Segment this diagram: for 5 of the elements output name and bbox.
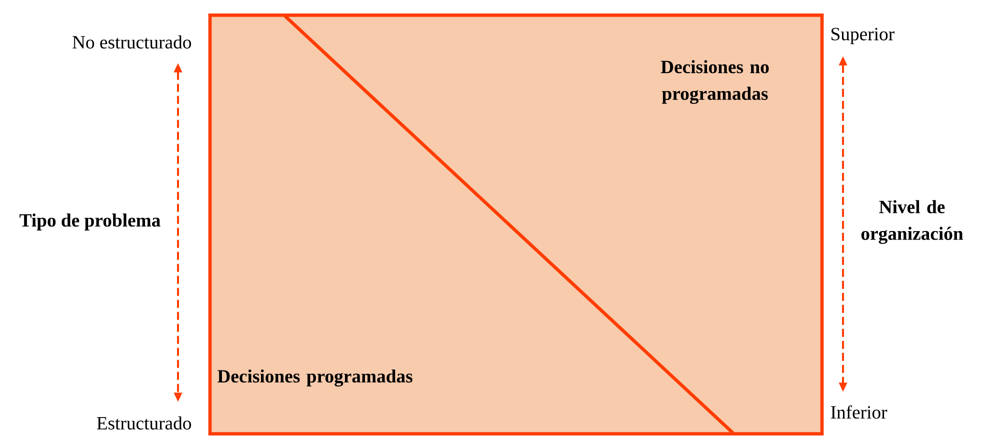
decision-box: Decisiones no programadas Decisiones programadas [208,14,824,436]
axis-label: Estructurado [96,416,192,430]
axis-label: Tipo de problema [20,214,160,230]
axis-label: No estructurado [72,35,192,49]
axis-label: Nivel de organización [861,200,964,244]
